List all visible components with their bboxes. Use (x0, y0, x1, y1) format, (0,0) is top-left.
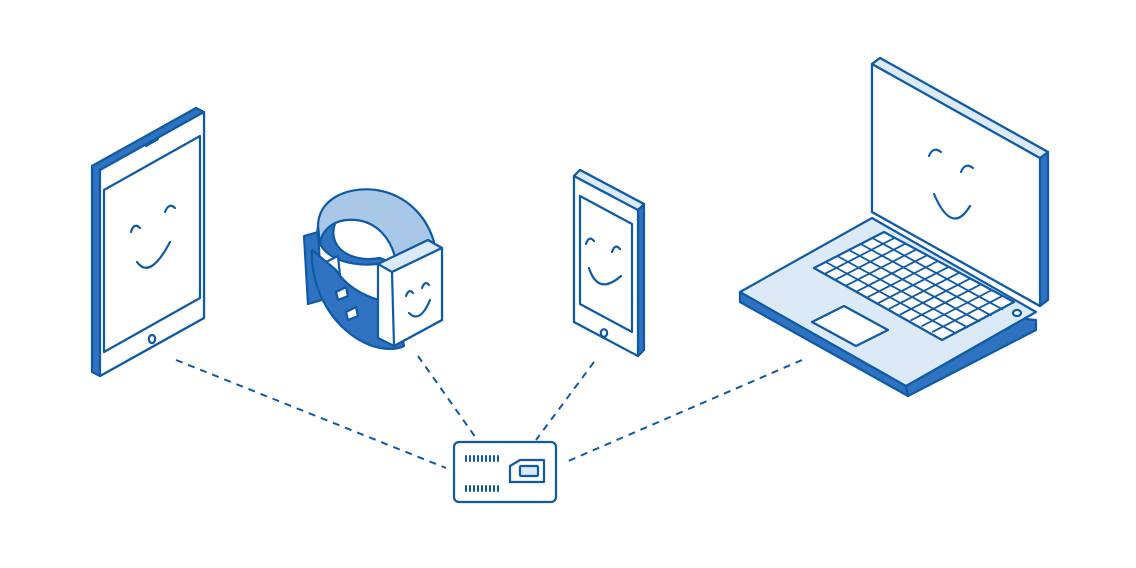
connection-line-phone (535, 361, 595, 441)
laptop-keyboard (812, 230, 1016, 342)
smartphone-icon (572, 168, 646, 358)
sim-card-icon (452, 440, 558, 504)
laptop-icon (738, 56, 1050, 398)
connection-line-laptop (565, 359, 803, 463)
connection-line-tablet (175, 359, 447, 469)
tablet-icon (90, 106, 206, 378)
connection-lines (175, 355, 803, 469)
connection-line-watch (417, 355, 477, 439)
smartwatch-icon (302, 188, 444, 351)
laptop-trackpad (810, 304, 890, 348)
